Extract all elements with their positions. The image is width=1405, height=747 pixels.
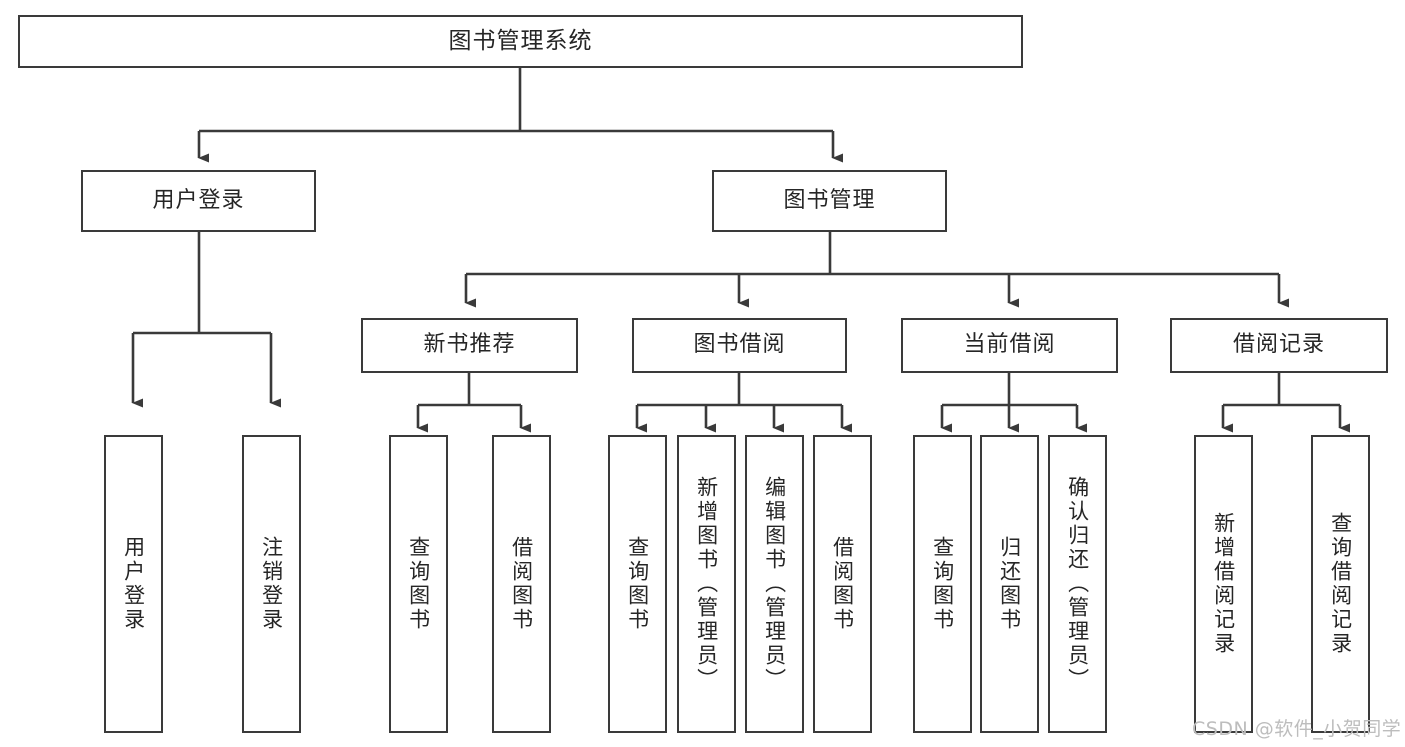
leaf-current-confirm-return-admin[interactable]: 确认归还（管理员） [1048, 435, 1107, 733]
leaf-user-login-signin[interactable]: 用户登录 [104, 435, 163, 733]
node-book-management[interactable]: 图书管理 [712, 170, 947, 232]
leaf-borrow-add-book-admin[interactable]: 新增图书（管理员） [677, 435, 736, 733]
leaf-recommend-borrow-book[interactable]: 借阅图书 [492, 435, 551, 733]
node-root-system[interactable]: 图书管理系统 [18, 15, 1023, 68]
leaf-record-query-record[interactable]: 查询借阅记录 [1311, 435, 1370, 733]
leaf-user-login-signout[interactable]: 注销登录 [242, 435, 301, 733]
leaf-current-query-book[interactable]: 查询图书 [913, 435, 972, 733]
leaf-current-return-book[interactable]: 归还图书 [980, 435, 1039, 733]
node-book-borrow[interactable]: 图书借阅 [632, 318, 847, 373]
leaf-borrow-borrow-book[interactable]: 借阅图书 [813, 435, 872, 733]
csdn-watermark: CSDN @软件_小贺同学 [1192, 718, 1402, 740]
node-current-borrow[interactable]: 当前借阅 [901, 318, 1118, 373]
leaf-borrow-edit-book-admin[interactable]: 编辑图书（管理员） [745, 435, 804, 733]
node-borrow-record[interactable]: 借阅记录 [1170, 318, 1388, 373]
leaf-borrow-query-book[interactable]: 查询图书 [608, 435, 667, 733]
node-new-book-recommend[interactable]: 新书推荐 [361, 318, 578, 373]
leaf-record-add-record[interactable]: 新增借阅记录 [1194, 435, 1253, 733]
leaf-recommend-query-book[interactable]: 查询图书 [389, 435, 448, 733]
node-user-login[interactable]: 用户登录 [81, 170, 316, 232]
